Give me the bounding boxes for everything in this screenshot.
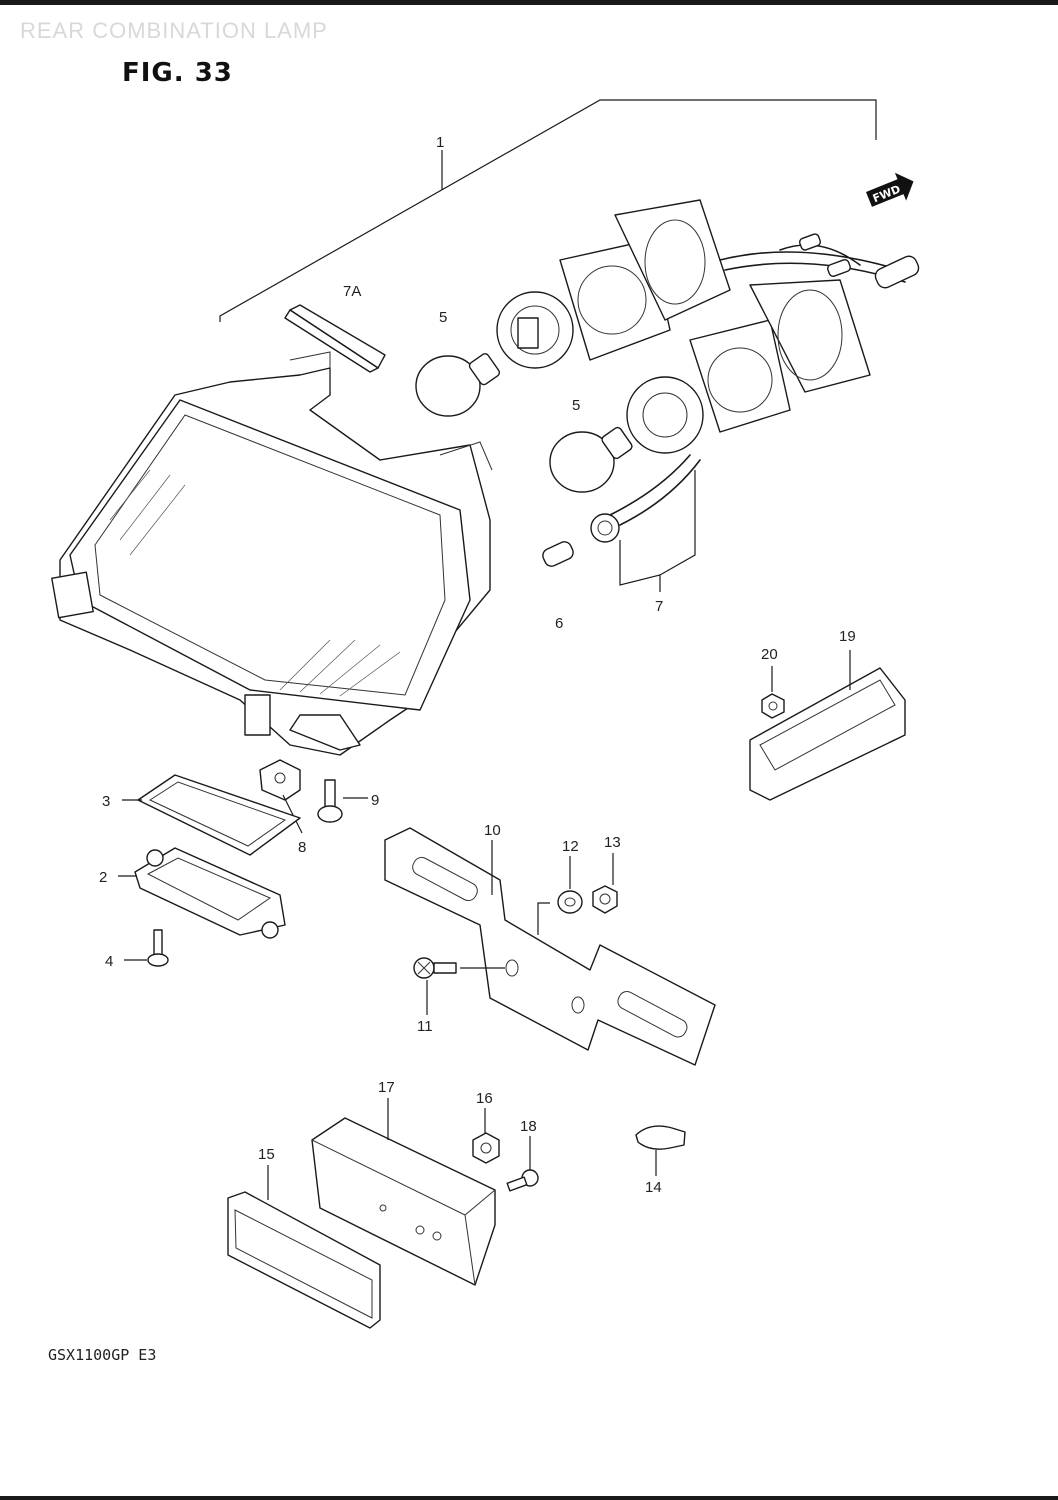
screw-9	[317, 779, 368, 823]
fwd-label: FWD	[871, 183, 903, 206]
callout-10: 10	[484, 822, 501, 839]
callout-17: 17	[378, 1079, 395, 1096]
bulb-14	[635, 1125, 686, 1176]
forward-arrow-badge: FWD	[866, 172, 914, 207]
callout-bracket-7	[619, 470, 696, 592]
wedge-bulb-6	[542, 541, 574, 567]
screw-4	[124, 929, 169, 967]
bulb-lower	[549, 426, 633, 493]
model-code: GSX1100GP E3	[48, 1346, 157, 1364]
callout-5-lower: 5	[572, 397, 580, 414]
callout-19: 19	[839, 628, 856, 645]
socket-harness-assembly	[496, 199, 920, 543]
callout-9: 9	[371, 792, 379, 809]
screw-11	[413, 957, 505, 1015]
license-lamp-housing-17	[311, 1098, 496, 1286]
bottom-border	[0, 1496, 1058, 1500]
callout-8: 8	[298, 839, 306, 856]
callout-16: 16	[476, 1090, 493, 1107]
callout-18: 18	[520, 1118, 537, 1135]
figure-title: FIG. 33	[122, 58, 233, 88]
top-border	[0, 0, 1058, 5]
license-lamp-lens-2	[118, 847, 286, 939]
callout-3: 3	[102, 793, 110, 810]
nut-16	[472, 1108, 500, 1164]
callout-12: 12	[562, 838, 579, 855]
clip-8	[259, 759, 303, 834]
gasket-strip-7a	[284, 304, 386, 373]
callout-4: 4	[105, 953, 113, 970]
callout-6: 6	[555, 615, 563, 632]
gasket-3	[122, 774, 301, 856]
callout-7a: 7A	[343, 283, 361, 300]
callout-11: 11	[417, 1018, 433, 1035]
reflector-19	[749, 650, 906, 801]
screw-18	[506, 1136, 539, 1192]
license-bracket-10	[384, 827, 716, 1066]
washer-12	[557, 856, 583, 914]
callout-5-upper: 5	[439, 309, 447, 326]
callout-labels: 1 7A 5 5 6 7 19 20 3 9 8 10 12 13 2 4 11…	[99, 134, 856, 1196]
nut-13	[592, 853, 618, 914]
callout-2: 2	[99, 869, 107, 886]
nut-20	[761, 666, 785, 719]
callout-7: 7	[655, 598, 663, 615]
callout-14: 14	[645, 1179, 662, 1196]
section-watermark: REAR COMBINATION LAMP	[20, 18, 328, 43]
callout-15: 15	[258, 1146, 275, 1163]
callout-1: 1	[436, 134, 444, 151]
rear-combination-lamp-housing	[51, 351, 493, 756]
bulb-upper	[415, 353, 501, 417]
callout-20: 20	[761, 646, 778, 663]
callout-13: 13	[604, 834, 621, 851]
assembly-bracket	[219, 99, 877, 322]
reflector-15	[227, 1165, 381, 1329]
